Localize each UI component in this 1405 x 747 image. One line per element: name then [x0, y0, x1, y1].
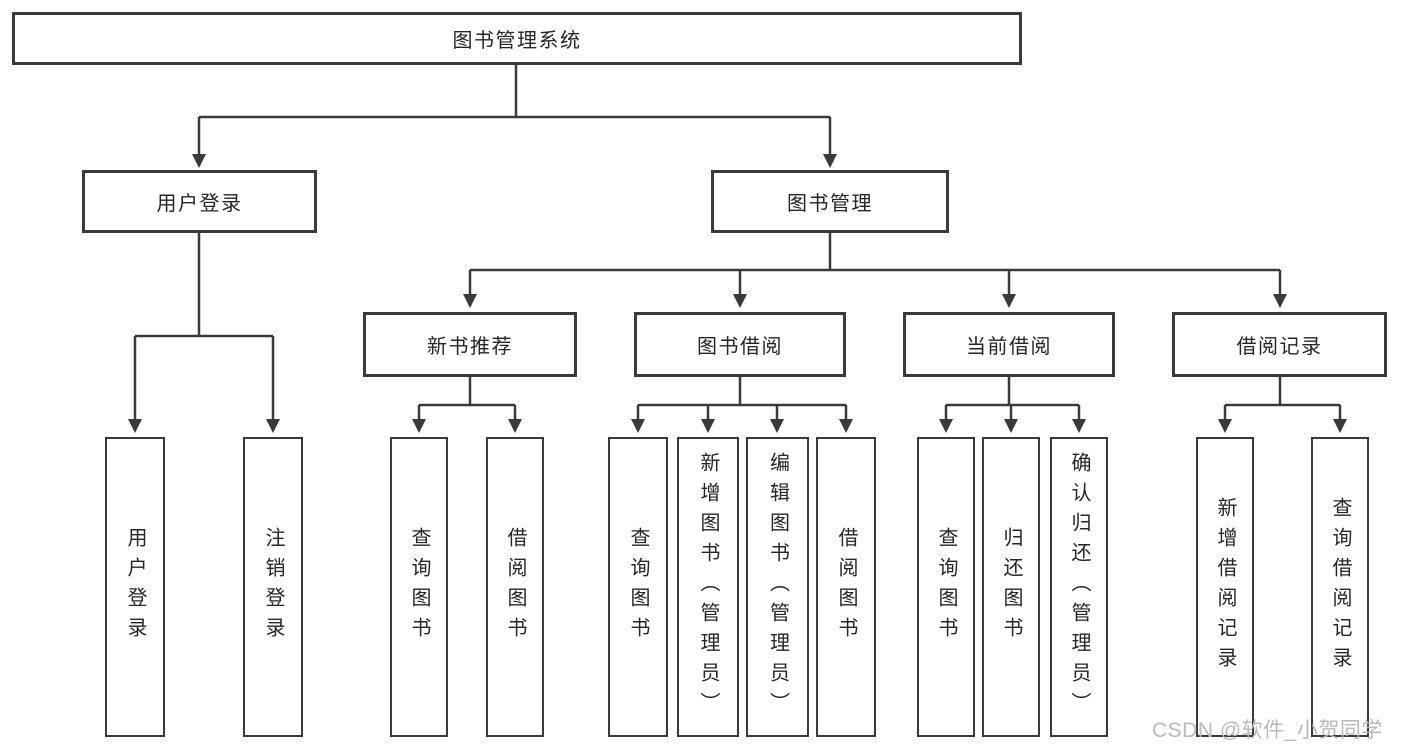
node-bb-add-books-admin: 新增图书（管理员） [677, 437, 739, 737]
node-current-borrowing: 当前借阅 [903, 312, 1115, 377]
node-label: 编辑图书（管理员） [766, 452, 789, 722]
node-nb-query-books: 查询图书 [390, 437, 448, 737]
node-label: 图书管理 [787, 193, 873, 215]
node-book-management: 图书管理 [711, 170, 949, 233]
node-br-add-record: 新增借阅记录 [1196, 437, 1254, 737]
node-nb-borrow-books: 借阅图书 [486, 437, 544, 737]
node-br-query-record: 查询借阅记录 [1311, 437, 1369, 737]
node-label: 查询图书 [408, 527, 430, 647]
node-label: 新增借阅记录 [1214, 497, 1236, 677]
node-label: 借阅图书 [504, 527, 526, 647]
node-label: 借阅记录 [1236, 336, 1323, 358]
node-book-system-root: 图书管理系统 [12, 12, 1022, 65]
node-label: 归还图书 [1000, 527, 1022, 647]
node-cb-return-books: 归还图书 [982, 437, 1040, 737]
node-label: 借阅图书 [835, 527, 857, 647]
node-label: 新增图书（管理员） [697, 452, 719, 722]
node-bb-query-books: 查询图书 [608, 437, 668, 737]
node-new-book-recommend: 新书推荐 [363, 312, 577, 377]
node-label: 用户登录 [124, 527, 146, 647]
node-borrowing-records: 借阅记录 [1172, 312, 1387, 377]
node-label: 查询图书 [627, 527, 649, 647]
watermark-text: CSDN @软件_小贺同学 [1152, 719, 1383, 742]
node-user-login: 用户登录 [82, 170, 317, 233]
node-user-login-leaf: 用户登录 [105, 437, 165, 737]
node-label: 图书管理系统 [452, 30, 582, 52]
node-bb-edit-books-admin: 编辑图书（管理员） [746, 437, 809, 737]
node-label: 当前借阅 [966, 336, 1052, 358]
node-cb-query-books: 查询图书 [917, 437, 975, 737]
node-cb-confirm-return-admin: 确认归还（管理员） [1050, 437, 1108, 737]
node-label: 确认归还（管理员） [1068, 452, 1090, 722]
node-label: 图书借阅 [697, 336, 783, 358]
node-label: 查询图书 [935, 527, 957, 647]
node-label: 新书推荐 [427, 336, 513, 358]
node-book-borrowing: 图书借阅 [634, 312, 846, 377]
node-bb-borrow-books: 借阅图书 [816, 437, 876, 737]
node-logout: 注销登录 [243, 437, 303, 737]
node-label: 用户登录 [156, 193, 243, 215]
node-label: 查询借阅记录 [1329, 497, 1351, 677]
node-label: 注销登录 [262, 527, 284, 647]
